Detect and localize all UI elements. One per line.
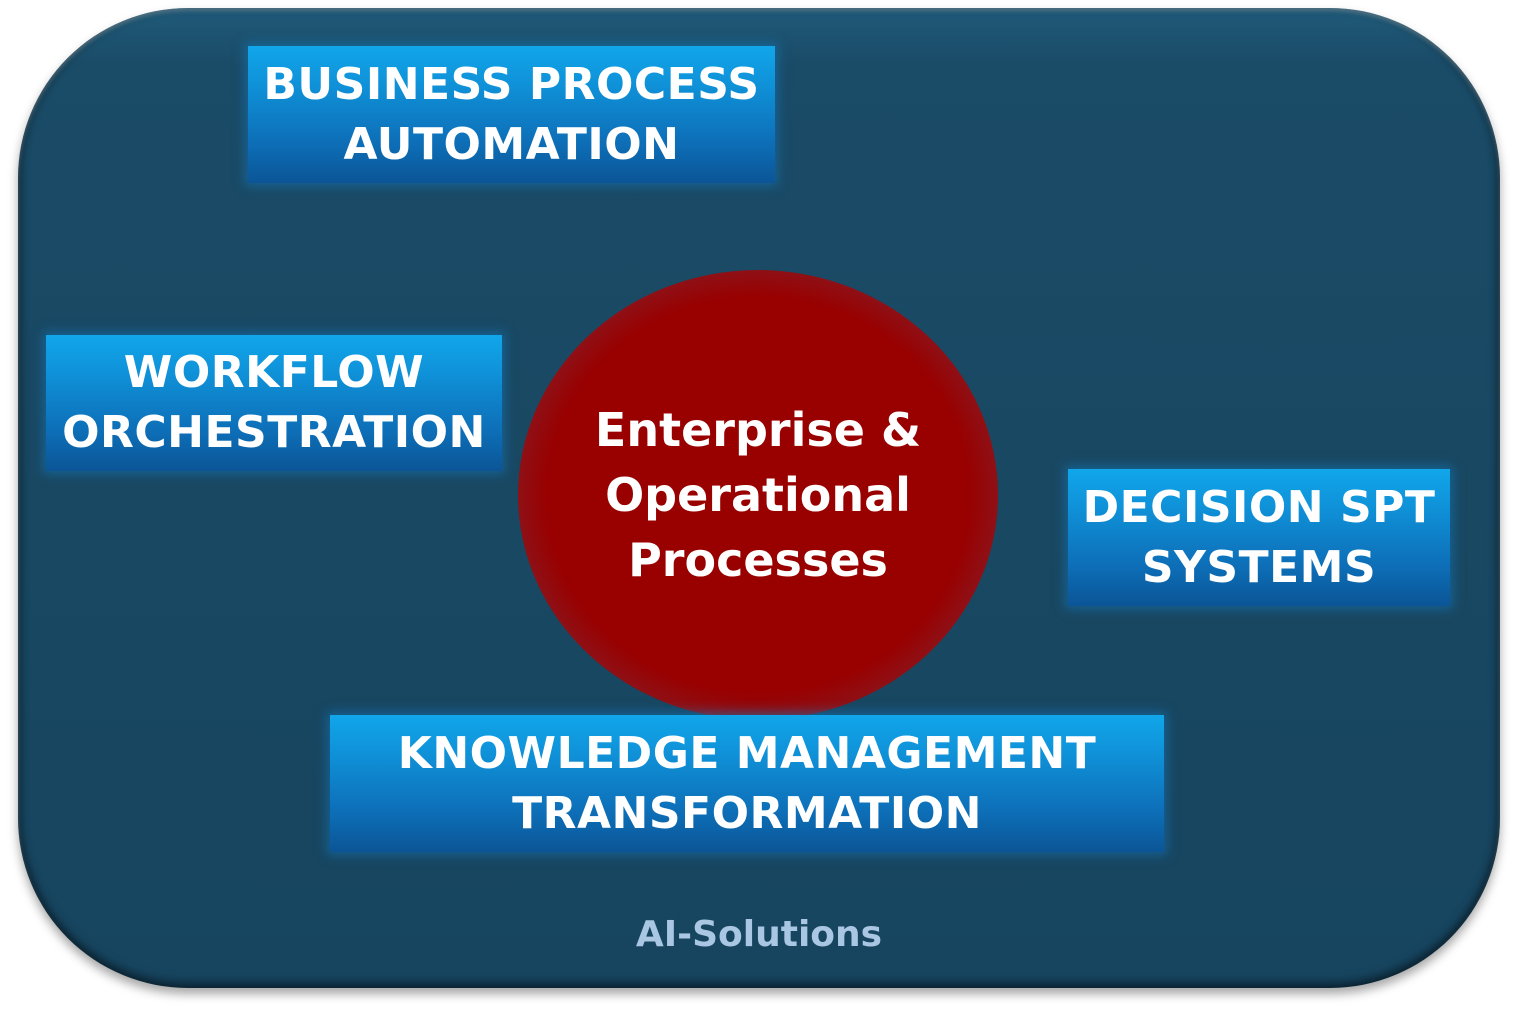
enterprise-processes-circle: Enterprise & Operational Processes [518,270,998,720]
business-process-automation-line-2: AUTOMATION [343,118,680,170]
knowledge-management-line-1: KNOWLEDGE MANAGEMENT [397,727,1097,779]
workflow-orchestration-line-2: ORCHESTRATION [62,407,486,458]
decision-support-systems-line-1: DECISION SPT [1082,481,1436,533]
business-process-automation-line-1: BUSINESS PROCESS [263,58,760,110]
knowledge-management-line-2: TRANSFORMATION [512,787,982,839]
center-line-1: Enterprise & [594,402,922,457]
knowledge-management-box: KNOWLEDGE MANAGEMENT TRANSFORMATION [330,715,1164,852]
business-process-automation-box: BUSINESS PROCESS AUTOMATION [248,46,775,183]
decision-support-systems-line-2: SYSTEMS [1141,541,1377,593]
workflow-orchestration-line-1: WORKFLOW [123,347,425,398]
decision-support-systems-box: DECISION SPT SYSTEMS [1068,469,1450,606]
center-line-2: Operational [605,467,911,522]
center-line-3: Processes [628,532,888,587]
footer-label: AI-Solutions [635,914,883,955]
workflow-orchestration-box: WORKFLOW ORCHESTRATION [46,335,502,471]
